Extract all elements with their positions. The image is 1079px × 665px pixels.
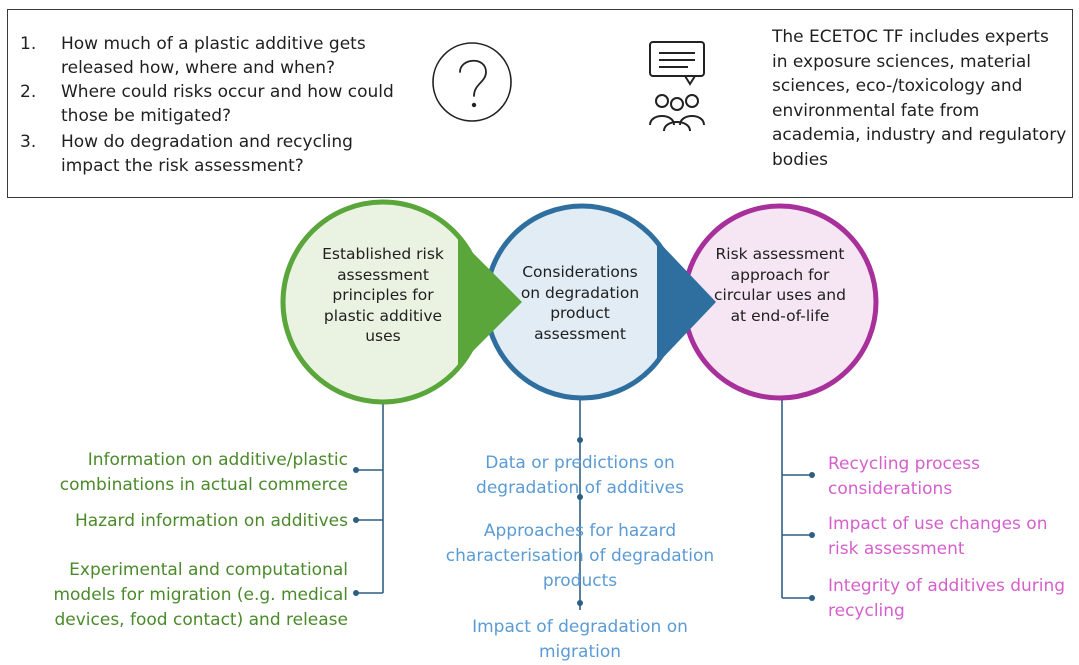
questions-panel: [7, 9, 1073, 198]
green-item-3: Experimental and computational models fo…: [53, 560, 348, 630]
blue-item-1: Data or predictions on degradation of ad…: [476, 453, 684, 498]
pink-item-1: Recycling process considerations: [828, 454, 981, 499]
green-item-2: Hazard information on additives: [74, 511, 348, 531]
blue-item-2: Approaches for hazard characterisation o…: [445, 521, 715, 591]
team-discussion-icon: [649, 41, 705, 132]
blue-item-3: Impact of degradation on migration: [472, 617, 688, 662]
question-3-text: How do degradation and recycling impact …: [61, 132, 353, 176]
question-1-number: 1.: [20, 34, 37, 54]
circle-2-label: Considerations on degradation product as…: [520, 263, 640, 343]
green-arrow: [458, 238, 522, 366]
pink-item-2: Impact of use changes on risk assessment: [828, 514, 1048, 559]
question-1-text: How much of a plastic additive gets rele…: [61, 34, 366, 78]
pink-item-3: Integrity of additives during recycling: [828, 576, 1066, 621]
circle-3-label: Risk assessment approach for circular us…: [714, 245, 846, 325]
green-item-1: Information on additive/plastic combinat…: [59, 450, 348, 495]
question-3-number: 3.: [20, 132, 37, 152]
question-2-number: 2.: [20, 82, 37, 102]
task-force-description: The ECETOC TF includes experts in exposu…: [772, 27, 1067, 170]
blue-arrow: [657, 240, 716, 364]
circle-established-principles: [280, 199, 522, 405]
question-2-text: Where could risks occur and how could th…: [61, 82, 394, 126]
circle-1-label: Established risk assessment principles f…: [322, 245, 444, 345]
question-mark-icon: [432, 42, 512, 122]
